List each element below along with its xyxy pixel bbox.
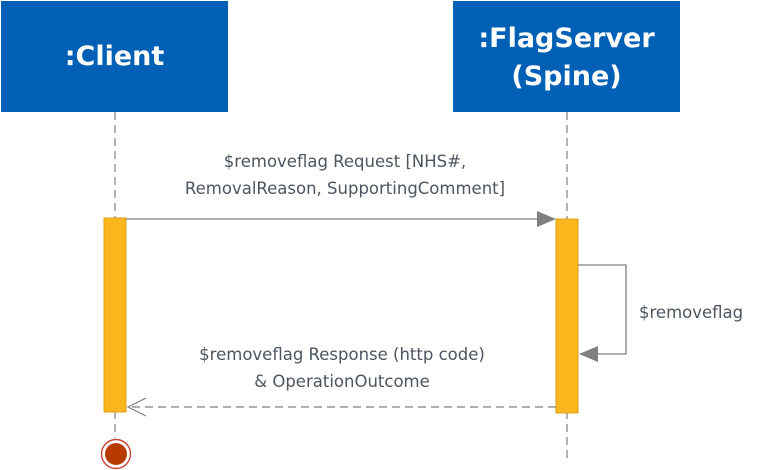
self-call-label: $removeflag [639, 303, 743, 322]
request-label-line2: RemovalReason, SupportingComment] [185, 179, 505, 198]
response-message: $removeflag Response (http code) & Opera… [126, 345, 556, 417]
response-arrowhead [126, 397, 147, 417]
terminator-dot [105, 443, 127, 465]
self-call-arrowhead [579, 346, 598, 362]
flagserver-header-title-line1: :FlagServer [478, 23, 655, 54]
flagserver-header-title-line2: (Spine) [511, 61, 621, 92]
request-message: $removeflag Request [NHS#, RemovalReason… [126, 152, 556, 227]
client-lifeline-header: :Client [1, 1, 228, 112]
client-header-box [1, 1, 228, 112]
client-header-title: :Client [65, 41, 165, 72]
client-terminator [100, 438, 132, 470]
response-label-line2: & OperationOutcome [254, 372, 430, 391]
request-arrowhead [537, 211, 556, 227]
self-call-path [578, 264, 627, 355]
flagserver-activation-bar [555, 218, 579, 414]
response-label-line1: $removeflag Response (http code) [199, 345, 485, 364]
self-call-message: $removeflag [578, 264, 743, 362]
client-activation-bar [103, 217, 127, 413]
request-label-line1: $removeflag Request [NHS#, [224, 152, 466, 171]
flagserver-header-box [453, 1, 680, 112]
flagserver-lifeline-header: :FlagServer (Spine) [453, 1, 680, 112]
